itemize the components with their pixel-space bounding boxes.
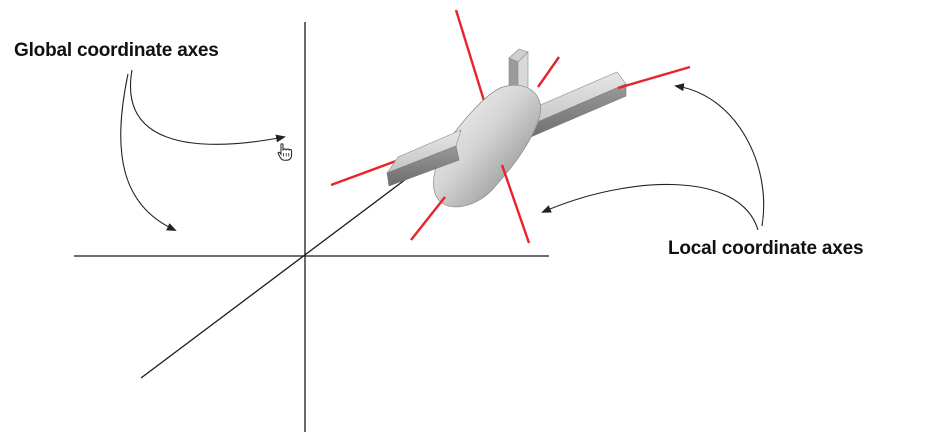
fuselage: [433, 84, 541, 208]
local-axis-tail-back: [537, 56, 560, 88]
local-axis-right: [617, 65, 691, 90]
left-wing: [386, 129, 462, 187]
local-axes-front: [410, 65, 691, 244]
local-axes-label: Local coordinate axes: [668, 238, 864, 259]
local-axis-down: [500, 164, 531, 244]
global-z-axis: [140, 169, 419, 379]
local-axis-left-back: [330, 159, 397, 187]
global-axes: [74, 22, 549, 432]
global-callout-arrows: [120, 69, 286, 231]
local-axis-up-back: [454, 9, 487, 105]
local-arrow-upper: [674, 83, 765, 227]
global-arrow-upper: [129, 69, 286, 145]
global-arrow-lower: [120, 73, 177, 231]
global-axes-label: Global coordinate axes: [14, 40, 219, 61]
local-arrow-lower: [541, 183, 759, 231]
local-axes-back: [330, 9, 560, 187]
local-axis-nose: [410, 196, 446, 241]
local-callout-arrows: [541, 83, 765, 231]
hand-cursor-icon: [277, 143, 293, 161]
aircraft-model: [386, 48, 627, 208]
